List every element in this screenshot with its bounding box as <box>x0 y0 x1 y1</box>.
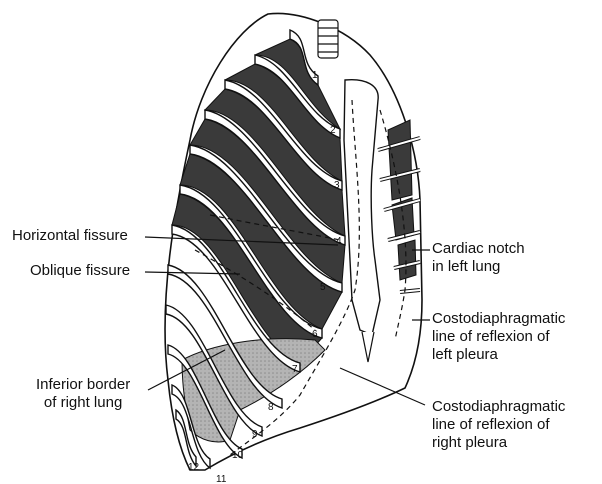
costodiaphragmatic-left-label: Costodiaphragmatic line of reflexion of … <box>432 310 565 364</box>
costodiaphragmatic-right-label: Costodiaphragmatic line of reflexion of … <box>432 398 565 452</box>
rib-number-4: 4 <box>336 236 342 247</box>
horizontal-fissure-label: Horizontal fissure <box>12 227 128 245</box>
rib-number-5: 5 <box>320 282 326 293</box>
rib-number-1: 1 <box>312 70 318 81</box>
rib-number-3: 3 <box>334 180 340 191</box>
rib-number-6: 6 <box>312 329 318 340</box>
trachea <box>318 20 338 58</box>
rib-number-11: 11 <box>216 474 227 484</box>
rib-number-9: 9 <box>252 429 258 440</box>
rib-number-7: 7 <box>292 364 298 375</box>
cardiac-notch-label: Cardiac notch in left lung <box>432 240 525 276</box>
rib-number-8: 8 <box>268 402 274 413</box>
rib-number-10: 10 <box>232 450 244 461</box>
rib-number-2: 2 <box>330 125 336 136</box>
rib-number-12: 12 <box>188 462 200 473</box>
oblique-fissure-label: Oblique fissure <box>30 262 130 280</box>
inferior-border-label: Inferior border of right lung <box>36 376 130 412</box>
